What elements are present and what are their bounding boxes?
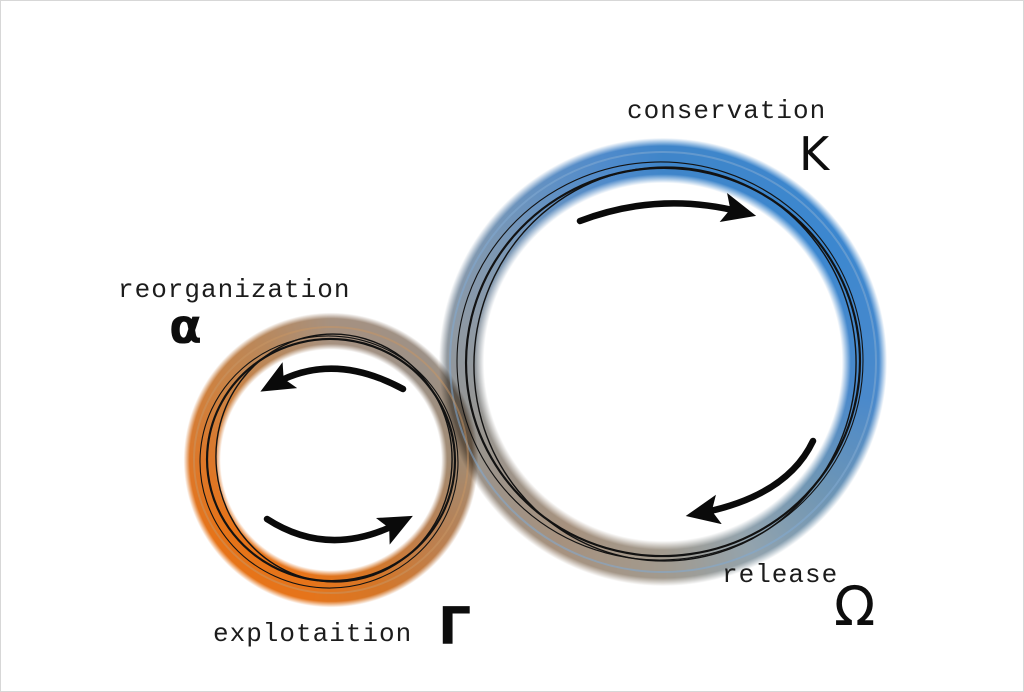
small-loop-pen-lines xyxy=(193,326,469,594)
exploitation-label: explotaition xyxy=(213,619,413,649)
release-symbol-omega: Ω xyxy=(834,575,876,638)
reorganization-label: reorganization xyxy=(118,275,351,305)
reorganization-symbol-alpha: α xyxy=(169,299,202,355)
exploitation-reorganization-loop-band xyxy=(183,312,479,608)
small-loop-top-counterclockwise-arrow-icon xyxy=(260,362,407,393)
release-label: release xyxy=(722,560,839,590)
big-loop-top-clockwise-arrow-icon xyxy=(576,193,757,225)
conservation-label: conservation xyxy=(627,96,827,126)
exploitation-symbol-gamma: Γ xyxy=(438,597,472,657)
big-loop-pen-lines xyxy=(449,151,877,573)
small-loop-bottom-counterclockwise-arrow-icon xyxy=(263,515,413,545)
conservation-symbol-K: K xyxy=(799,127,830,181)
big-loop-bottom-clockwise-arrow-icon xyxy=(685,437,817,525)
